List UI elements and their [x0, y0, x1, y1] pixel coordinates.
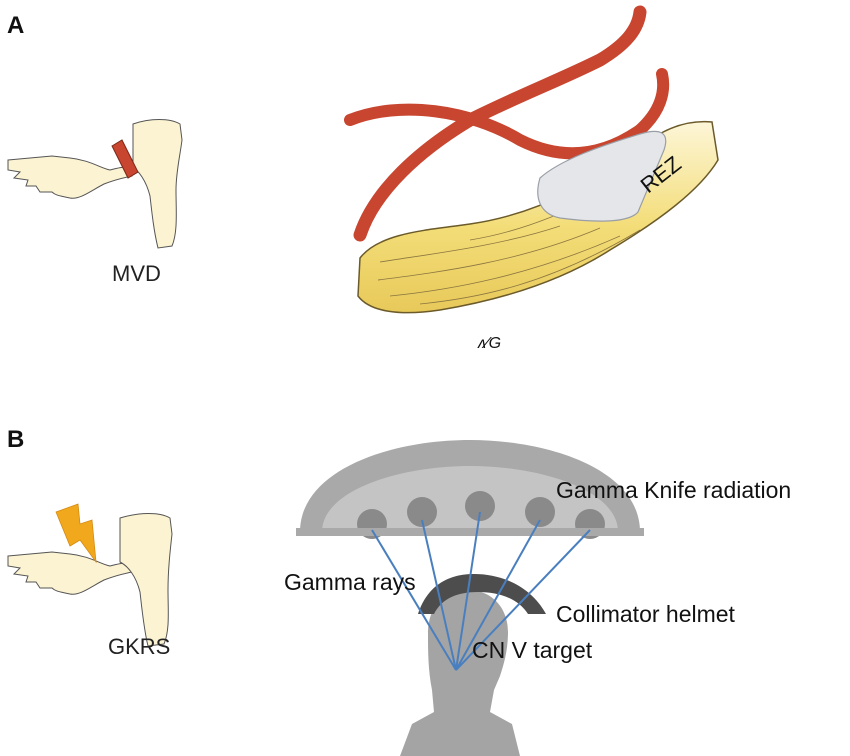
rez-plaque [537, 130, 667, 222]
collimator-helmet [418, 574, 546, 614]
target-label: CN V target [472, 637, 593, 663]
radiation-source [525, 497, 555, 527]
gamma-knife-schematic: Gamma Knife radiation Gamma rays Collima… [284, 440, 791, 756]
gkrs-schematic: GKRS [7, 503, 173, 659]
brainstem-sketch [132, 119, 183, 249]
gamma-rays [371, 511, 591, 671]
collimator-label: Collimator helmet [556, 601, 736, 627]
mvd-illustration: REZ ʌ⁄G [344, 5, 719, 352]
gamma-ray [371, 529, 457, 671]
gkrs-caption: GKRS [108, 634, 170, 659]
radiation-source [407, 497, 437, 527]
gamma-ray [455, 529, 591, 671]
gamma-ray [455, 519, 541, 671]
gamma-knife-base [296, 528, 644, 536]
gamma-ray [455, 511, 481, 671]
gamma-knife-label: Gamma Knife radiation [556, 477, 791, 503]
artist-signature: ʌ⁄G [477, 335, 501, 352]
patient-head [400, 590, 520, 756]
panel-a-letter: A [7, 12, 24, 39]
brainstem-sketch-b [119, 513, 173, 647]
artery-1 [353, 5, 647, 242]
mvd-schematic: MVD [7, 119, 183, 286]
trigeminal-nerve-sketch [7, 155, 133, 199]
mvd-caption: MVD [112, 261, 161, 286]
gamma-ray [421, 519, 457, 671]
compressing-vessel-sketch [111, 139, 139, 179]
gamma-rays-label: Gamma rays [284, 569, 416, 595]
radiation-source [465, 491, 495, 521]
artery-2 [344, 68, 670, 160]
panel-b-letter: B [7, 426, 24, 453]
lightning-bolt-icon [55, 503, 97, 564]
trigeminal-nerve-sketch-b [7, 551, 133, 595]
